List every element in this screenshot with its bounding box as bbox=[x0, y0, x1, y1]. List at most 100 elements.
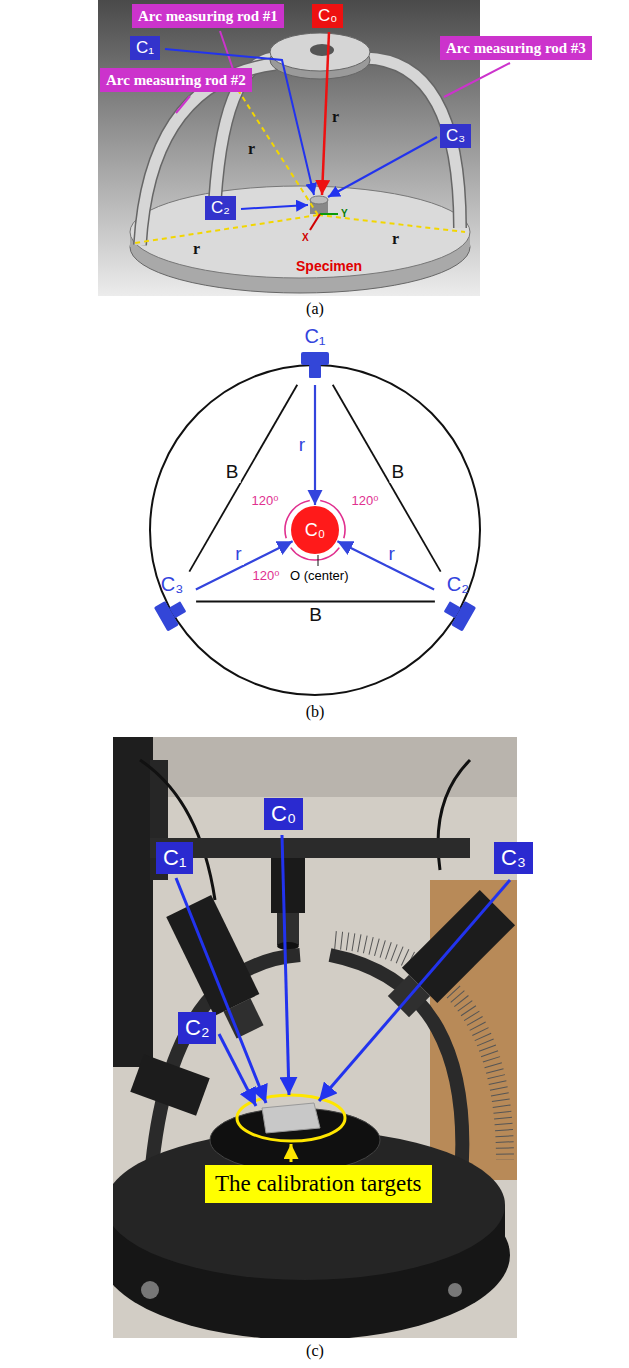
camera-lens bbox=[223, 998, 263, 1038]
panel-caption: (a) bbox=[306, 300, 324, 318]
camera-body bbox=[271, 858, 305, 913]
camera-label: C₃ bbox=[494, 842, 533, 874]
node-text: C₁ bbox=[163, 845, 186, 871]
camera bbox=[130, 1054, 209, 1116]
panel-caption: (b) bbox=[306, 703, 325, 721]
render-background bbox=[98, 0, 480, 296]
camera-head bbox=[301, 352, 329, 365]
part-label: Arc measuring rod #2 bbox=[100, 68, 252, 92]
radius-arrow bbox=[337, 541, 434, 589]
camera-body bbox=[166, 895, 259, 1016]
edge-label: B bbox=[307, 604, 324, 626]
camera-icon bbox=[440, 595, 476, 631]
node-text: C₀ bbox=[305, 520, 325, 541]
wall bbox=[113, 737, 517, 1338]
rail bbox=[150, 838, 470, 858]
angle-label: 120⁰ bbox=[352, 493, 379, 508]
leader-line bbox=[241, 205, 308, 209]
edge-label: r bbox=[297, 434, 307, 456]
camera-label: C₀ bbox=[264, 798, 303, 830]
schematic bbox=[150, 365, 480, 695]
baseline-line bbox=[189, 385, 297, 572]
table bbox=[430, 880, 517, 1180]
baseline-line bbox=[196, 601, 435, 603]
knob bbox=[448, 1283, 462, 1297]
specimen-post-top bbox=[310, 196, 328, 204]
radius-label: r bbox=[193, 240, 200, 258]
node-text: C₂ bbox=[447, 573, 469, 595]
axis-label: Y bbox=[341, 208, 348, 219]
node-text: C₃ bbox=[501, 845, 526, 871]
axis-x bbox=[310, 214, 320, 230]
optical-axis bbox=[322, 32, 329, 195]
node-text: C₃ bbox=[161, 573, 184, 595]
leader-line bbox=[290, 1144, 293, 1162]
node-text: The calibration targets bbox=[215, 1171, 422, 1197]
knob bbox=[141, 1281, 159, 1299]
camera-label: C₃ bbox=[440, 124, 471, 148]
camera-label: C₀ bbox=[312, 4, 343, 28]
hub-side bbox=[270, 41, 370, 79]
node-text: Arc measuring rod #3 bbox=[446, 39, 586, 57]
base-plate-side bbox=[130, 232, 470, 247]
camera-lens bbox=[277, 913, 299, 945]
node-text: C₀ bbox=[318, 6, 337, 26]
camera-lens bbox=[388, 975, 430, 1017]
leader-line bbox=[318, 555, 319, 566]
cable bbox=[140, 760, 215, 900]
camera-label: C₁ bbox=[130, 36, 160, 60]
camera-node: C₁ bbox=[293, 325, 337, 383]
center-label: O (center) bbox=[290, 568, 349, 583]
callout-box: The calibration targets bbox=[205, 1165, 432, 1203]
hub-hole bbox=[310, 44, 334, 56]
leader-line bbox=[319, 880, 510, 1101]
camera-icon bbox=[297, 347, 333, 383]
leader-line bbox=[282, 835, 289, 1095]
part-label: Arc measuring rod #1 bbox=[132, 4, 284, 28]
mount-circle bbox=[150, 365, 480, 695]
camera-lens bbox=[277, 942, 299, 950]
angle-label: 120⁰ bbox=[252, 493, 279, 508]
radius-lines bbox=[135, 90, 465, 243]
base-top bbox=[113, 1130, 505, 1280]
base-plate bbox=[130, 186, 470, 278]
radius-arrow bbox=[196, 541, 293, 589]
radius-arrow bbox=[314, 385, 316, 505]
target-ring bbox=[237, 1095, 345, 1141]
hub bbox=[270, 33, 370, 71]
leader-line bbox=[176, 878, 266, 1103]
camera-body bbox=[130, 1054, 209, 1116]
node-text: C₁ bbox=[136, 38, 154, 58]
axis-y bbox=[320, 213, 338, 215]
radius-line bbox=[318, 215, 465, 232]
radius-label: r bbox=[332, 108, 339, 126]
axis-label: X bbox=[302, 232, 309, 243]
camera-lens bbox=[309, 365, 321, 378]
camera-icon bbox=[154, 595, 190, 631]
angle-scale bbox=[335, 940, 505, 1160]
node-text: Arc measuring rod #1 bbox=[138, 7, 278, 25]
wall-shade bbox=[113, 737, 517, 797]
baseline-line bbox=[333, 385, 441, 572]
base-plate-side bbox=[130, 201, 470, 293]
camera-node: C₃ bbox=[150, 573, 194, 631]
radius-line bbox=[238, 90, 318, 215]
edge-label: r bbox=[386, 543, 396, 565]
base bbox=[113, 1205, 505, 1255]
base bbox=[113, 1170, 510, 1338]
leader-line bbox=[444, 63, 510, 97]
panel-caption: (c) bbox=[306, 1342, 324, 1360]
angle-label: 120⁰ bbox=[253, 568, 280, 583]
leader-line bbox=[219, 1034, 256, 1106]
specimen-post bbox=[310, 200, 328, 214]
node-text: C₃ bbox=[446, 126, 465, 146]
arc-rail bbox=[330, 955, 462, 1190]
leader-line bbox=[176, 96, 190, 113]
specimen bbox=[262, 1103, 320, 1133]
part-label: Arc measuring rod #3 bbox=[440, 36, 592, 60]
arc-rail bbox=[150, 955, 300, 1190]
camera-node: C₂ bbox=[436, 573, 480, 631]
